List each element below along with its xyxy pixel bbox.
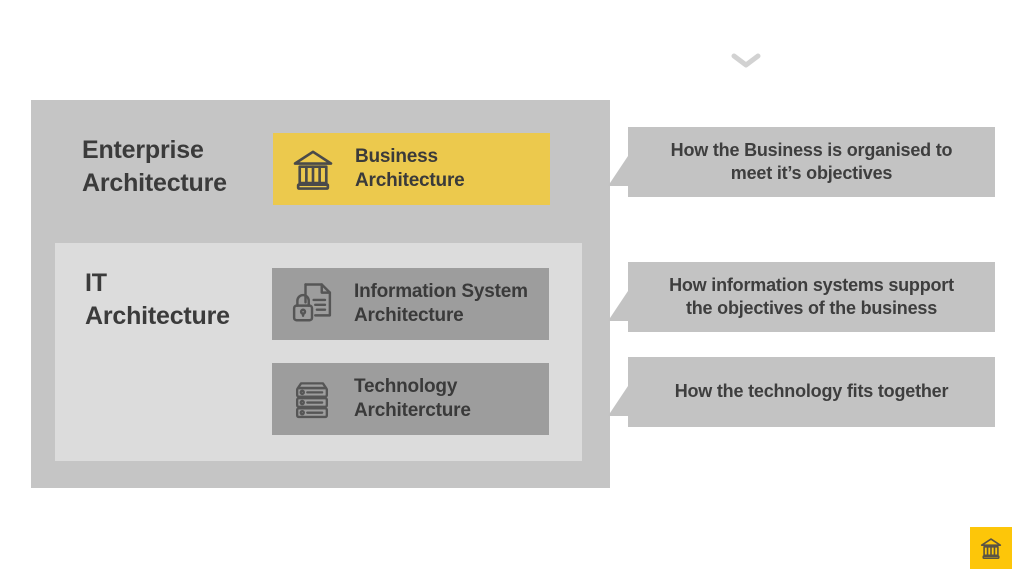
server-stack-icon	[286, 371, 338, 427]
enterprise-architecture-box: Enterprise Architecture Business Archite…	[31, 100, 610, 488]
enterprise-architecture-label: Enterprise Architecture	[82, 136, 227, 197]
document-lock-icon	[286, 276, 338, 332]
bank-icon	[978, 535, 1004, 561]
technology-architecture-label: Technology Architercture	[354, 375, 471, 421]
business-architecture-tile: Business Architecture	[273, 133, 550, 205]
bank-icon	[287, 141, 339, 197]
callout-business: How the Business is organised to meet it…	[628, 127, 995, 197]
callout-information-systems: How information systems support the obje…	[628, 262, 995, 332]
technology-architecture-tile: Technology Architercture	[272, 363, 549, 435]
information-system-architecture-tile: Information System Architecture	[272, 268, 549, 340]
information-system-architecture-label: Information System Architecture	[354, 280, 528, 326]
chevron-down-icon	[731, 52, 761, 70]
callout-technology: How the technology fits together	[628, 357, 995, 427]
bank-badge	[970, 527, 1012, 569]
it-architecture-label: IT Architecture	[85, 269, 230, 330]
business-architecture-label: Business Architecture	[355, 145, 465, 191]
it-architecture-box: IT Architecture	[55, 243, 582, 461]
